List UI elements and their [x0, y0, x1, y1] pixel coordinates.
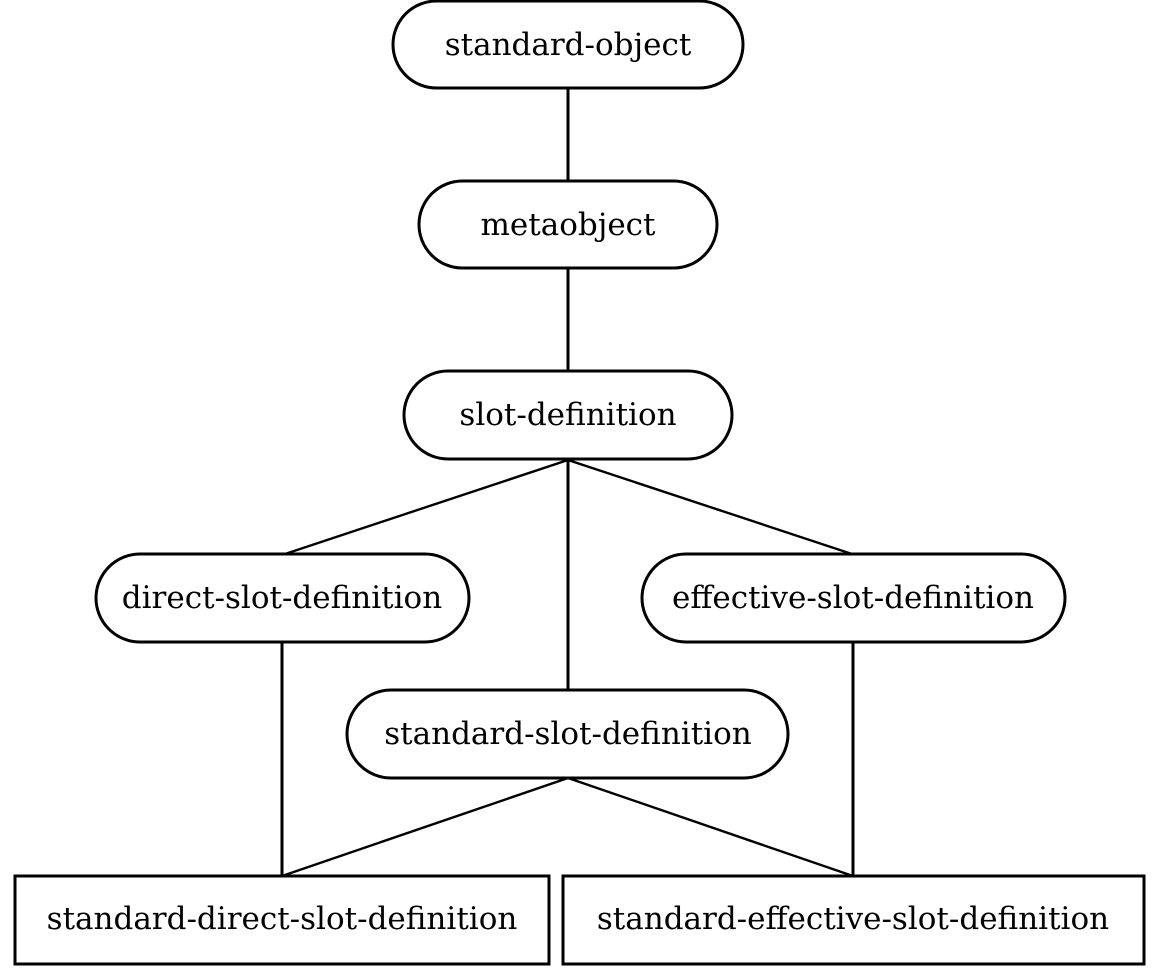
node-effective-slot-definition-shape — [640, 552, 1067, 644]
node-standard-slot-definition-shape — [345, 688, 790, 780]
node-slot-definition: slot-definition — [402, 369, 734, 461]
node-metaobject-shape — [417, 179, 719, 270]
node-standard-slot-definition: standard-slot-definition — [345, 688, 790, 780]
node-standard-direct-slot-definition-label: standard-direct-slot-definition — [47, 901, 518, 937]
node-slot-definition-shape — [402, 369, 734, 461]
node-slot-definition-label: slot-definition — [459, 397, 676, 433]
node-standard-effective-slot-definition: standard-effective-slot-definition — [561, 874, 1146, 966]
node-standard-object-shape — [391, 0, 745, 90]
edges — [280, 88, 855, 878]
nodes: standard-object metaobject slot-definiti… — [13, 0, 1146, 966]
edge-slot-definition-direct-slot-definition — [284, 458, 569, 556]
node-standard-direct-slot-definition: standard-direct-slot-definition — [13, 874, 551, 966]
node-direct-slot-definition-label: direct-slot-definition — [122, 580, 442, 616]
node-standard-direct-slot-definition-shape — [13, 874, 551, 966]
node-standard-effective-slot-definition-shape — [561, 874, 1146, 966]
edge-standard-slot-definition-standard-effective-slot-definition — [567, 776, 854, 878]
node-direct-slot-definition: direct-slot-definition — [94, 552, 471, 644]
node-effective-slot-definition-label: effective-slot-definition — [672, 580, 1034, 616]
node-standard-object-label: standard-object — [445, 27, 692, 63]
edge-standard-slot-definition-standard-direct-slot-definition — [281, 776, 569, 878]
node-standard-effective-slot-definition-label: standard-effective-slot-definition — [597, 901, 1109, 937]
node-metaobject: metaobject — [417, 179, 719, 270]
node-metaobject-label: metaobject — [481, 207, 657, 243]
node-effective-slot-definition: effective-slot-definition — [640, 552, 1067, 644]
node-standard-slot-definition-label: standard-slot-definition — [384, 716, 751, 752]
edge-slot-definition-effective-slot-definition — [567, 458, 853, 556]
node-direct-slot-definition-shape — [94, 552, 471, 644]
node-standard-object: standard-object — [391, 0, 745, 90]
